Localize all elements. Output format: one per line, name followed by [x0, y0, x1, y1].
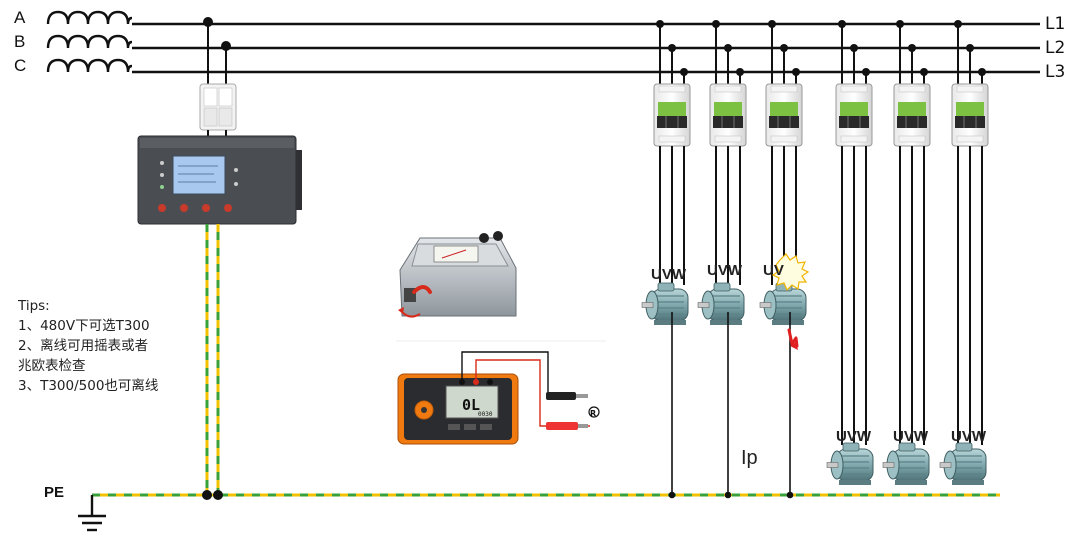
fuse-block — [199, 83, 237, 140]
line-label-l3: L3 — [1045, 62, 1066, 82]
phase-label-b: B — [14, 32, 26, 51]
fault-indicator — [771, 253, 810, 350]
tips-item: 2、离线可用摇表或者 — [18, 338, 149, 354]
circuit-breaker — [835, 83, 873, 147]
phase-label-c: C — [14, 56, 27, 75]
motor — [882, 442, 930, 486]
bus-junction — [668, 44, 676, 52]
motor-terminal-label: UVW — [893, 428, 928, 445]
motor-terminal-label: UVW — [951, 428, 986, 445]
bus-junction — [908, 44, 916, 52]
leakage-current-label: Ip — [741, 447, 758, 469]
motor-feeders — [641, 20, 989, 486]
motor — [697, 282, 745, 326]
motor — [641, 282, 689, 326]
leakage-path — [668, 312, 794, 499]
tips-note: Tips: 1、480V下可选T300 2、离线可用摇表或者 兆欧表检查 3、T… — [18, 296, 218, 396]
digital-insulation-tester: 0L 0030 R — [397, 351, 600, 445]
line-label-l2: L2 — [1045, 38, 1066, 58]
monitor-button — [224, 204, 232, 212]
pe-label: PE — [44, 484, 65, 501]
motor — [939, 442, 987, 486]
bus-junction — [920, 68, 928, 76]
tips-item: 3、T300/500也可离线 — [18, 378, 159, 394]
tips-item: 1、480V下可选T300 — [18, 318, 150, 334]
monitor-taps — [203, 17, 231, 85]
svg-text:R: R — [590, 409, 596, 418]
bus-junction — [966, 44, 974, 52]
motor-terminal-label: UVW — [651, 266, 686, 283]
tips-title: Tips: — [18, 298, 50, 314]
motor-terminal-label: UVW — [836, 428, 871, 445]
monitor-button — [180, 204, 188, 212]
insulation-monitor — [137, 135, 302, 225]
bus-junction — [850, 44, 858, 52]
bus-junction — [736, 68, 744, 76]
circuit-breaker — [951, 83, 989, 147]
meter-reading: 0L — [462, 396, 480, 414]
bus-junction — [780, 44, 788, 52]
circuit-breaker — [893, 83, 931, 147]
monitor-screen — [172, 155, 226, 195]
circuit-breaker — [653, 83, 691, 147]
bus-junction — [792, 68, 800, 76]
phase-coils — [46, 10, 133, 73]
bus-lines — [132, 22, 1040, 74]
bus-junction — [978, 68, 986, 76]
monitor-button — [158, 204, 166, 212]
bus-junction — [862, 68, 870, 76]
tips-item: 兆欧表检查 — [18, 358, 86, 374]
motor — [826, 442, 874, 486]
bus-junction — [768, 20, 776, 28]
motor-terminal-label: UV — [763, 262, 784, 279]
meter-subreading: 0030 — [478, 411, 493, 418]
pe-conductor — [92, 224, 1000, 500]
phase-label-a: A — [14, 8, 26, 27]
motor-faulted — [759, 282, 807, 326]
bus-junction — [656, 20, 664, 28]
circuit-breaker — [709, 83, 747, 147]
bus-junction — [712, 20, 720, 28]
bus-junction — [954, 20, 962, 28]
bus-junction — [724, 44, 732, 52]
motor-terminal-label: UVW — [707, 262, 742, 279]
bus-junction — [680, 68, 688, 76]
monitor-button — [202, 204, 210, 212]
circuit-breaker — [765, 83, 803, 147]
analog-insulation-tester — [398, 231, 517, 318]
bus-junction — [896, 20, 904, 28]
line-label-l1: L1 — [1045, 14, 1066, 34]
ground-symbol — [78, 495, 106, 532]
digital-screen — [445, 385, 499, 419]
bus-junction — [838, 20, 846, 28]
